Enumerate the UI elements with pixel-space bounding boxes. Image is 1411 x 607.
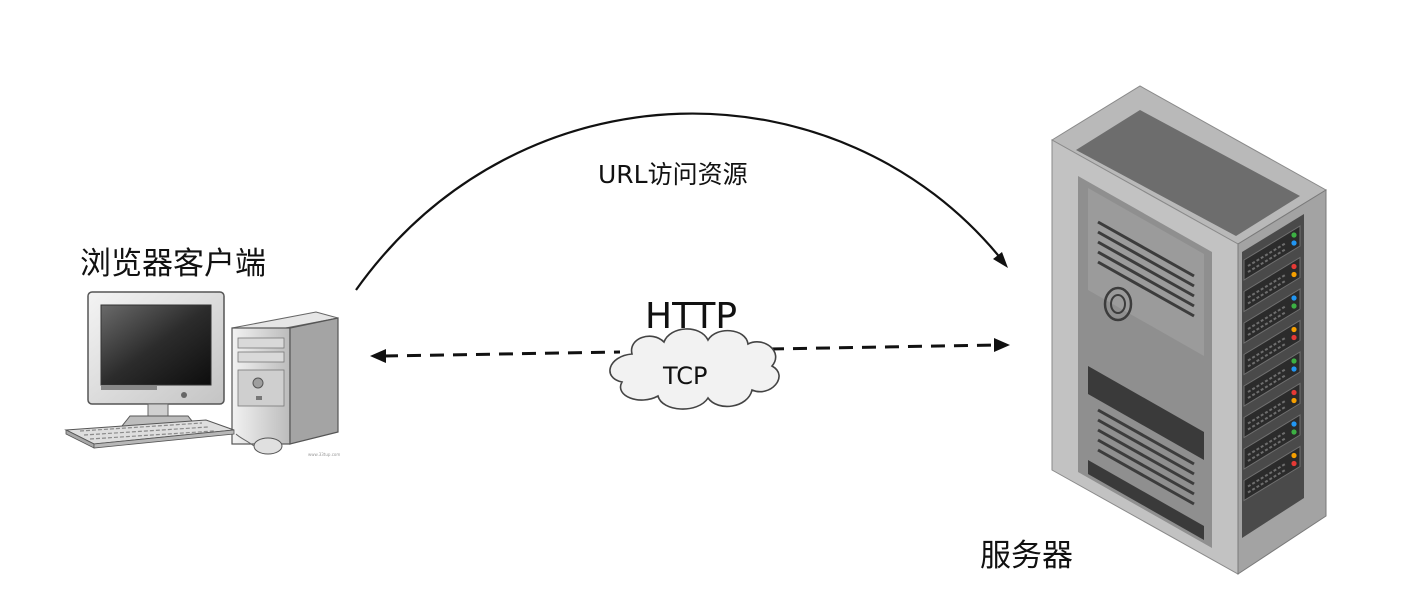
status-led-icon	[1291, 366, 1297, 372]
status-led-icon	[1291, 358, 1297, 364]
status-led-icon	[1291, 326, 1297, 333]
transport-label: TCP	[663, 362, 708, 390]
server-rack-icon	[1051, 85, 1327, 575]
server-bay-slot	[1247, 431, 1287, 456]
arrow-left-icon	[370, 349, 386, 363]
request-label: URL访问资源	[598, 160, 748, 189]
server-bay-slot	[1247, 374, 1287, 399]
status-led-icon	[1291, 263, 1297, 270]
arrow-right-icon	[994, 338, 1010, 352]
server-bay-slot	[1247, 399, 1287, 425]
status-led-icon	[1291, 240, 1297, 246]
server-bay-slot	[1247, 342, 1287, 368]
protocol-label: HTTP	[645, 296, 738, 337]
client-watermark: www.33tup.com	[308, 452, 340, 457]
server-bay-slot	[1247, 279, 1287, 305]
status-led-icon	[1291, 271, 1297, 278]
client-label: 浏览器客户端	[80, 246, 266, 282]
status-led-icon	[1291, 232, 1297, 238]
tcp-cloud-icon	[609, 328, 780, 410]
server-bay-slot	[1247, 437, 1287, 462]
status-led-icon	[1291, 334, 1297, 341]
server-bay-slot	[1247, 368, 1287, 393]
client-computer-icon: www.33tup.com	[64, 291, 340, 457]
status-led-icon	[1291, 421, 1297, 427]
status-led-icon	[1291, 429, 1297, 435]
status-led-icon	[1291, 389, 1297, 396]
server-drive-bays	[1243, 225, 1301, 502]
status-led-icon	[1291, 303, 1297, 309]
server-bay-slot	[1247, 242, 1287, 267]
server-bay-slot	[1247, 311, 1287, 336]
server-bay-slot	[1247, 468, 1287, 494]
request-arc	[355, 112, 1008, 291]
http-connection-line	[370, 338, 1010, 363]
server-bay-slot	[1247, 336, 1287, 362]
server-bay-slot	[1247, 305, 1287, 330]
server-bay-slot	[1247, 462, 1287, 488]
status-led-icon	[1291, 397, 1297, 404]
server-bay-slot	[1247, 248, 1287, 273]
status-led-icon	[1291, 452, 1297, 459]
server-label: 服务器	[980, 538, 1073, 574]
status-led-icon	[1291, 460, 1297, 467]
server-bay-slot	[1247, 273, 1287, 299]
server-bay-slot	[1247, 405, 1287, 431]
status-led-icon	[1291, 295, 1297, 301]
